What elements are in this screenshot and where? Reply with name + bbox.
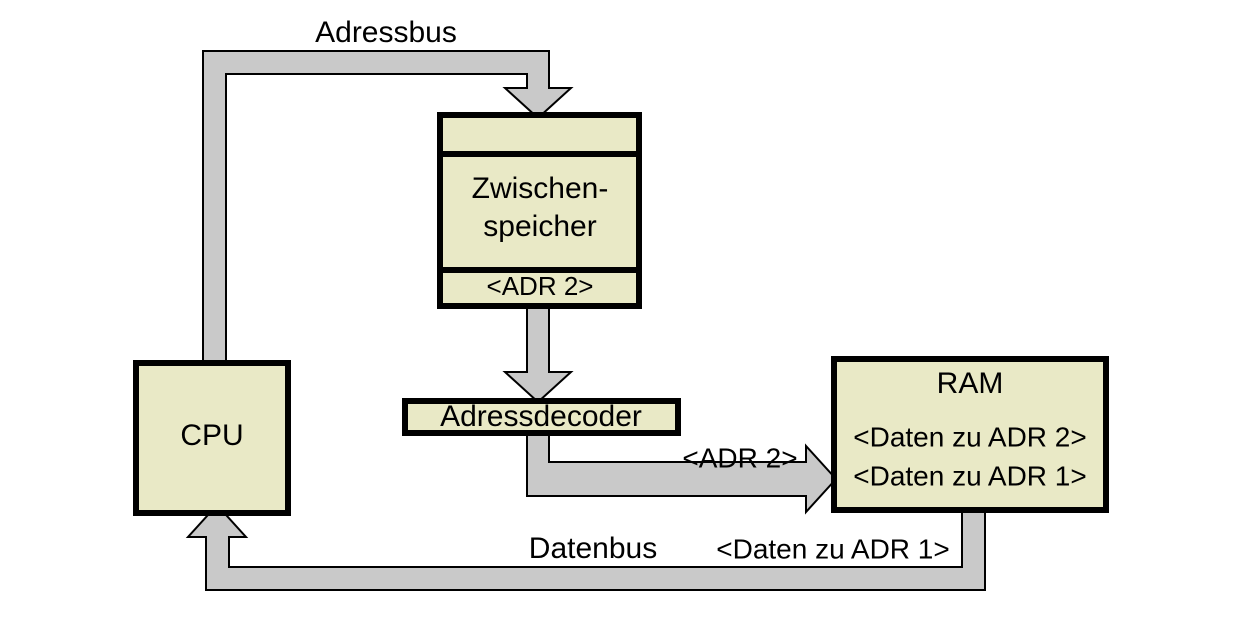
adressdecoder-node[interactable]: Adressdecoder [402,398,681,436]
adressbus-arrow-path [202,50,574,367]
ram-label: RAM [937,367,1004,400]
decoder-ram-arrow-path [526,431,838,515]
datenbus-arrow-path [185,503,986,591]
zwischenspeicher-divider-top [443,151,636,157]
zwischenspeicher-label-line2: speicher [483,210,596,243]
zwischenspeicher-node[interactable]: Zwischen- speicher <ADR 2> [437,112,642,309]
adressbus-label: Adressbus [315,16,457,49]
ram-node[interactable]: RAM <Daten zu ADR 2> <Daten zu ADR 1> [831,356,1109,513]
zwischenspeicher-adr-label: <ADR 2> [487,271,594,301]
cpu-node[interactable]: CPU [133,360,291,516]
datenbus-payload-label: <Daten zu ADR 1> [716,533,949,564]
cpu-label: CPU [180,419,243,452]
adressdecoder-label: Adressdecoder [440,400,642,433]
zwischenspeicher-to-adressdecoder-connector [502,305,574,404]
datenbus-connector [185,503,986,591]
cpu-box-fill [139,366,285,510]
adressbus-connector [202,50,574,367]
adressdecoder-box-fill [408,404,675,430]
datenbus-label: Datenbus [529,532,657,565]
zwischenspeicher-divider-bottom [443,267,636,273]
ram-box-fill [837,362,1103,507]
ram-content-line2: <Daten zu ADR 1> [853,460,1086,491]
adressdecoder-to-ram-connector [526,431,838,515]
zwischenspeicher-label-line1: Zwischen- [472,172,609,205]
adressdecoder-arrow-path [502,305,574,404]
decoder-to-ram-label: <ADR 2> [682,442,797,473]
ram-content-line1: <Daten zu ADR 2> [853,421,1086,452]
